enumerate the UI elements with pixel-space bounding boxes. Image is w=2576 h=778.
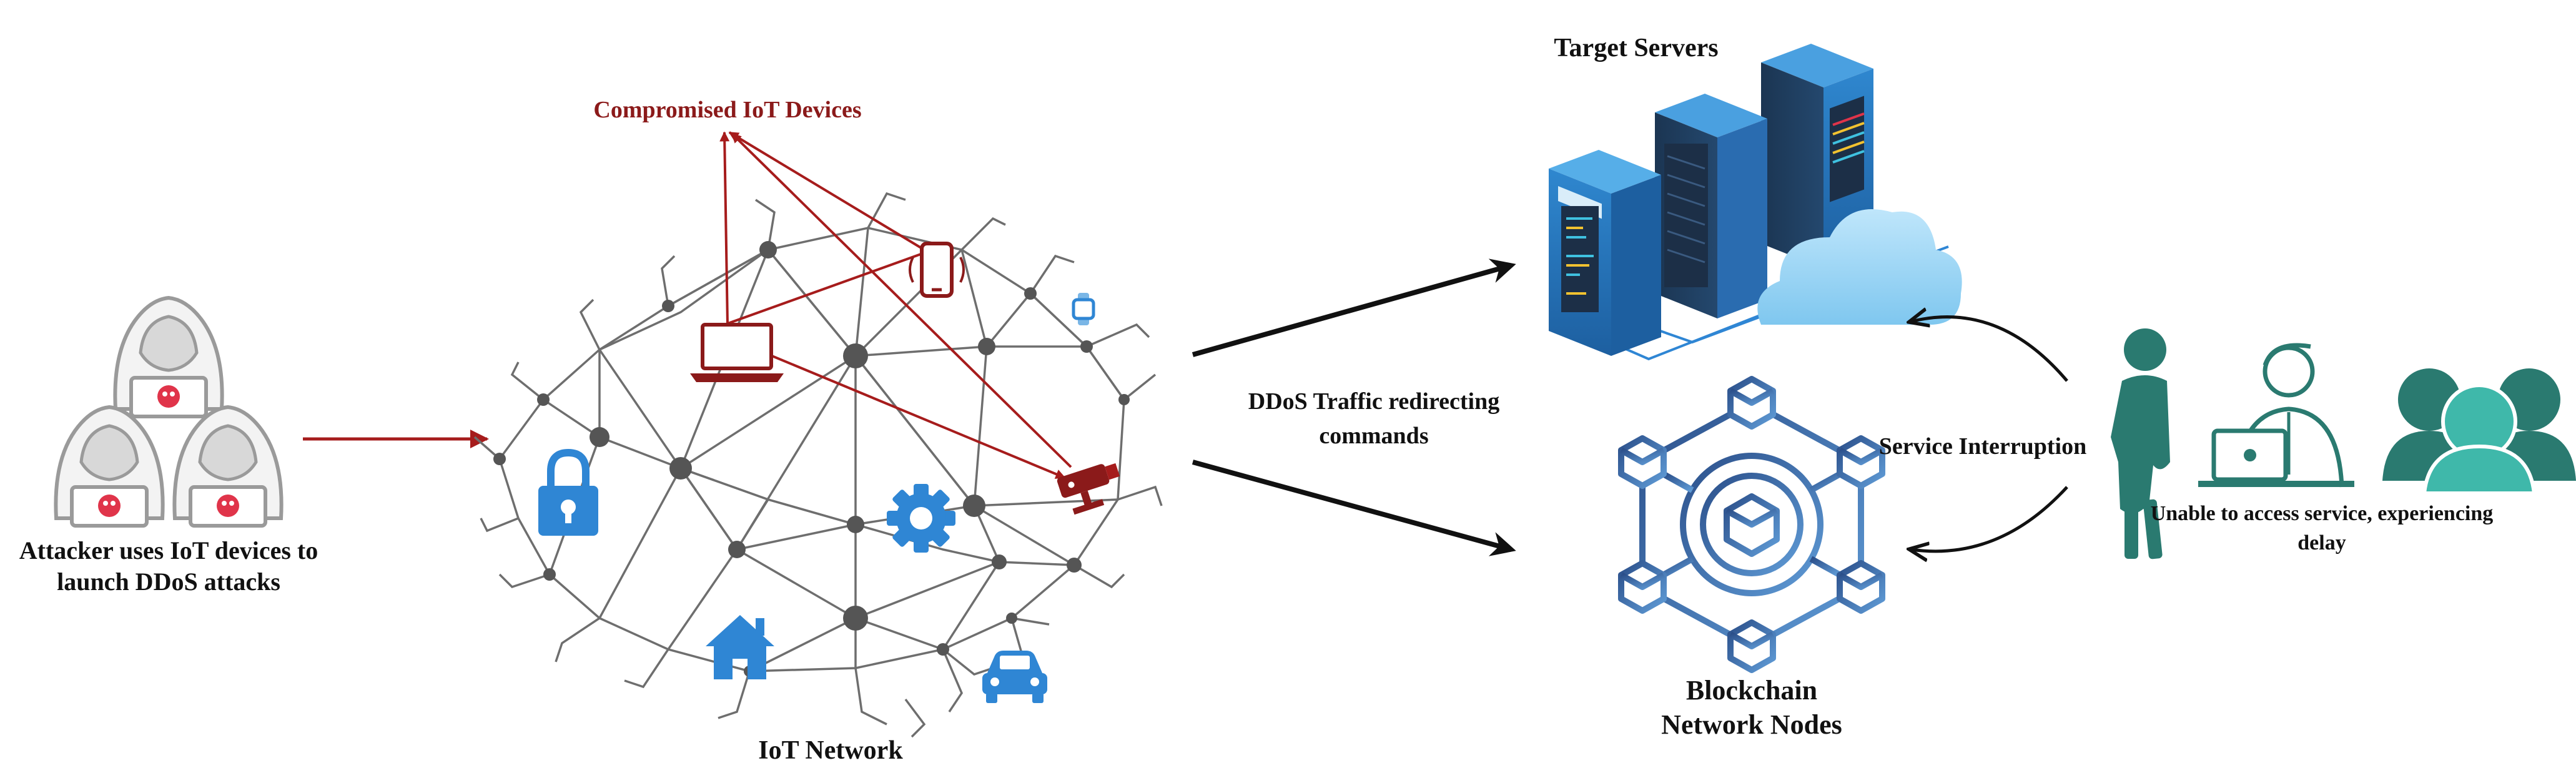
padlock-icon: [538, 448, 598, 536]
blockchain-label-line2: Network Nodes: [1661, 709, 1842, 740]
hooded-hacker-icon: [54, 405, 165, 528]
hooded-hacker-icon: [113, 295, 224, 418]
home-icon: [706, 615, 774, 679]
target-servers-label: Target Servers: [1554, 34, 1718, 62]
attacker-caption-line1: Attacker uses IoT devices to: [19, 536, 318, 564]
user-group-icon: [2382, 368, 2576, 495]
users-caption-line2: delay: [2297, 531, 2346, 554]
iot-network-nodes: [493, 241, 1130, 677]
iot-network-label: IoT Network: [758, 736, 903, 765]
ddos-arrow-blockchain: [1192, 460, 1516, 556]
ddos-arrow-servers: [1192, 259, 1516, 357]
smartwatch-icon: [1072, 293, 1095, 325]
cloud-icon: [1757, 209, 1962, 325]
security-camera-icon: [1057, 463, 1120, 515]
ddos-caption-line1: DDoS Traffic redirecting: [1248, 388, 1499, 415]
attacker-group: [54, 295, 284, 528]
attacker-caption-line2: launch DDoS attacks: [57, 568, 280, 596]
hooded-hacker-icon: [172, 405, 284, 528]
person-at-laptop-icon: [2198, 343, 2354, 488]
iot-network-mesh: [473, 192, 1163, 738]
standing-person-icon: [2111, 328, 2170, 559]
blockchain-icon: [1618, 376, 1885, 673]
compromised-links: [719, 131, 1072, 479]
car-icon: [982, 651, 1047, 703]
interruption-arrow-servers: [1911, 317, 2068, 382]
service-interruption-label: Service Interruption: [1879, 433, 2086, 460]
gear-icon: [887, 484, 955, 553]
blockchain-label-line1: Blockchain: [1686, 675, 1817, 706]
users-caption-line1: Unable to access service, experiencing: [2151, 502, 2494, 525]
ddos-caption-line2: commands: [1319, 423, 1428, 449]
compromised-devices-label: Compromised IoT Devices: [593, 97, 861, 123]
smartphone-icon: [909, 242, 965, 298]
laptop-icon: [690, 323, 784, 382]
server-rack-icon: [1549, 44, 1949, 361]
interruption-arrow-blockchain: [1911, 486, 2068, 551]
